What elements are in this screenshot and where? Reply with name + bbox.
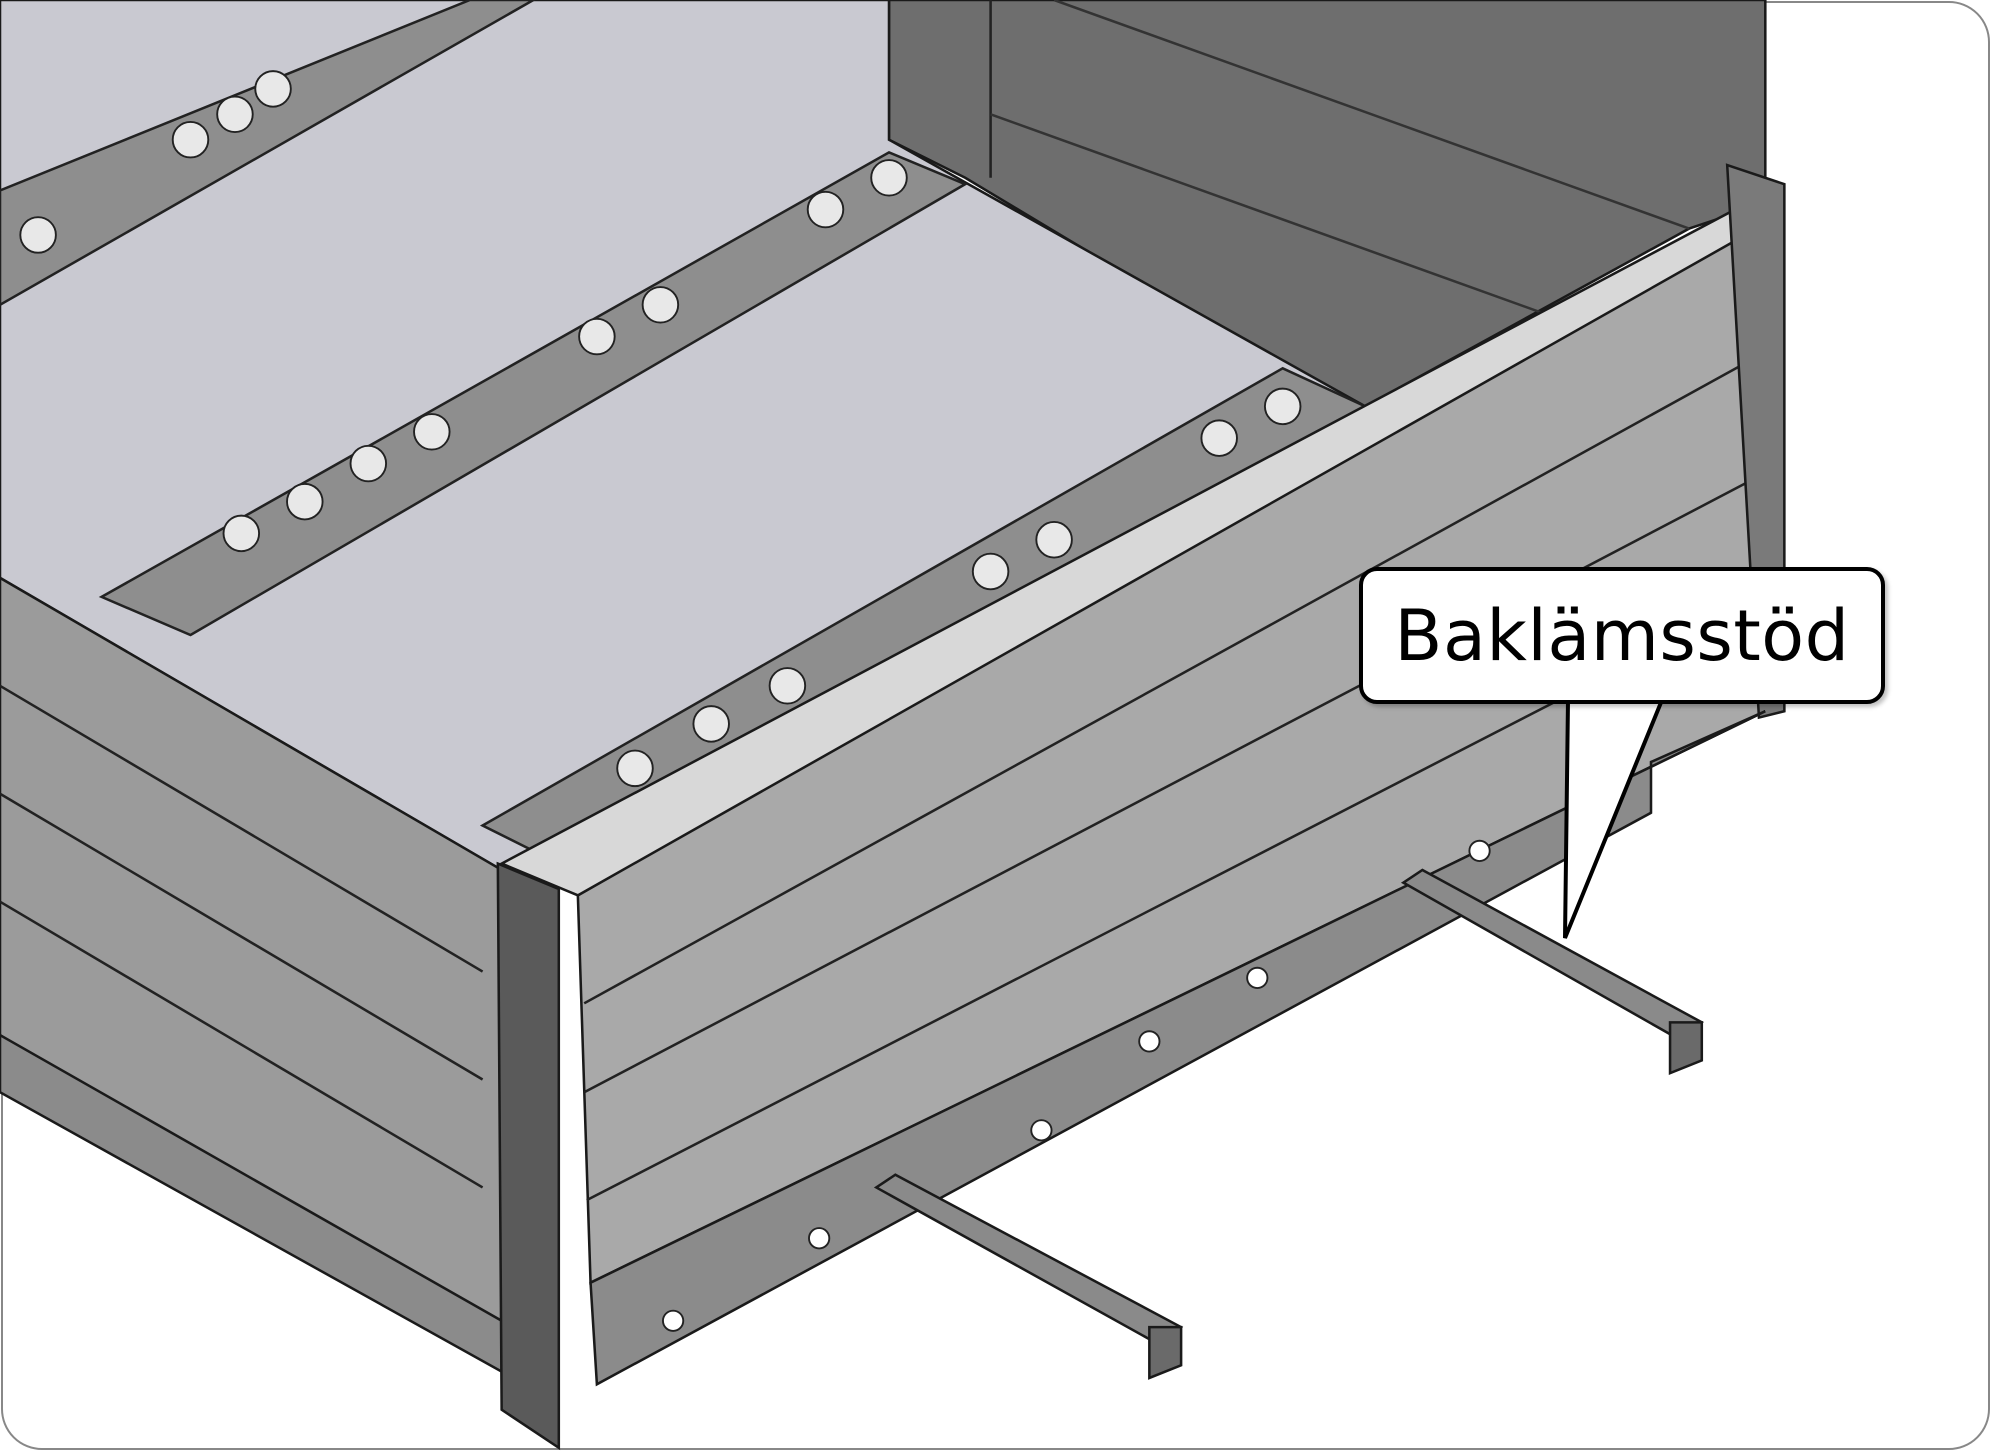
callout-label-box: Baklämsstöd (1359, 567, 1885, 704)
left-wall-board-line (0, 900, 484, 1189)
left-wall-board-line (0, 792, 484, 1081)
floor-rail-holes (19, 70, 1302, 788)
callout-label: Baklämsstöd (1394, 594, 1850, 677)
far-wall-board-line (990, 113, 1627, 345)
tailgate-support-right (1400, 868, 1704, 1076)
far-wall-board-line (1053, 0, 1690, 230)
tailgate-support-left (873, 1173, 1184, 1380)
corner-post (496, 861, 561, 1451)
floor-rail (0, 0, 536, 307)
chassis-rail-holes (661, 839, 1491, 1332)
left-wall-board-line (0, 684, 484, 973)
front-wall-board-line (583, 354, 1760, 1005)
